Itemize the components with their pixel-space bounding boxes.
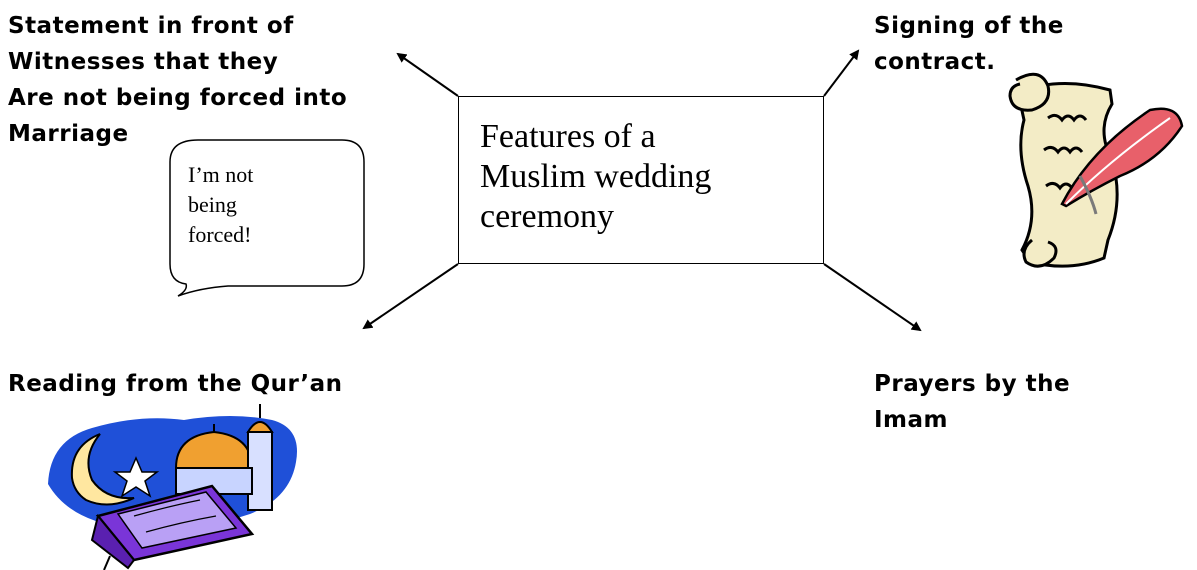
quran-reading-label: Reading from the Qur’an bbox=[8, 366, 343, 402]
contract-signing-label: Signing of the contract. bbox=[874, 8, 1064, 80]
central-topic-line: Features of a bbox=[480, 118, 656, 155]
central-topic-text: Features of a Muslim wedding ceremony bbox=[480, 117, 711, 237]
witness-statement-line: Witnesses that they bbox=[8, 49, 279, 75]
imam-prayers-line: Prayers by the bbox=[874, 371, 1071, 397]
witness-statement-line: Statement in front of bbox=[8, 13, 294, 39]
central-topic-line: Muslim wedding bbox=[480, 158, 712, 195]
arrow-to-imam-prayers bbox=[823, 263, 922, 332]
witness-statement-line: Marriage bbox=[8, 121, 129, 147]
witness-statement-label: Statement in front of Witnesses that the… bbox=[8, 8, 347, 152]
arrow-to-quran-reading bbox=[362, 263, 459, 330]
contract-signing-line: contract. bbox=[874, 49, 996, 75]
arrow-to-witness-statement bbox=[396, 52, 459, 97]
imam-prayers-line: Imam bbox=[874, 407, 949, 433]
speech-bubble-text: I’m not being forced! bbox=[188, 160, 253, 250]
speech-bubble-line: forced! bbox=[188, 222, 252, 247]
contract-signing-line: Signing of the bbox=[874, 13, 1064, 39]
imam-prayers-label: Prayers by the Imam bbox=[874, 366, 1070, 438]
quran-reading-line: Reading from the Qur’an bbox=[8, 371, 343, 397]
witness-statement-line: Are not being forced into bbox=[8, 85, 348, 111]
arrow-to-contract-signing bbox=[823, 49, 860, 97]
speech-bubble-line: I’m not bbox=[188, 162, 254, 187]
speech-bubble-line: being bbox=[188, 192, 237, 217]
central-topic-box: Features of a Muslim wedding ceremony bbox=[458, 96, 824, 264]
central-topic-line: ceremony bbox=[480, 198, 615, 235]
